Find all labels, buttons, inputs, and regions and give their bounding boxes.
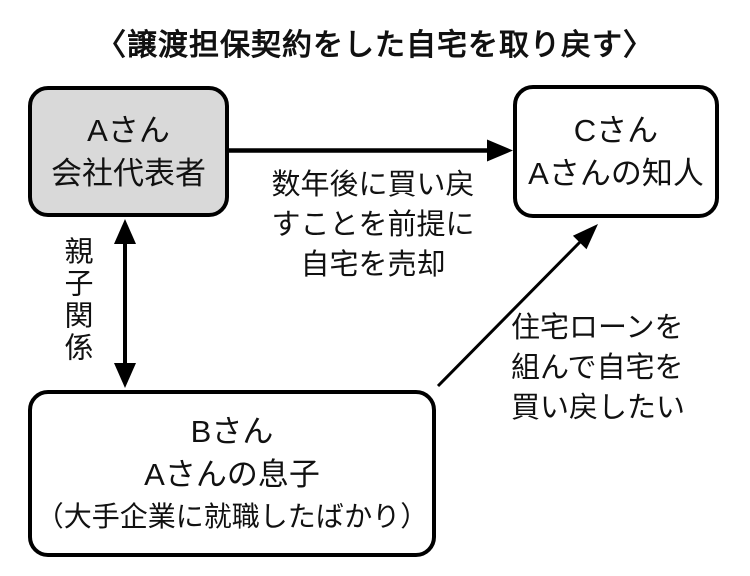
arrow-a-to-c-head [487, 139, 513, 162]
label-parent-child-relationship: 親子関係 [60, 236, 92, 364]
box-a-company-representative: Aさん 会社代表者 [28, 86, 229, 217]
arrow-b-to-c-shaft [436, 238, 584, 388]
box-a-name: Aさん [87, 112, 170, 148]
box-c-role: Aさんの知人 [528, 155, 704, 191]
label-sell-with-buyback: 数年後に買い戻 すことを前提に 自宅を売却 [233, 165, 513, 285]
arrow-b-to-c-head [572, 224, 598, 250]
label-loan-line-1: 住宅ローンを [511, 312, 684, 344]
label-sell-line-3: 自宅を売却 [300, 249, 446, 281]
arrow-a-b-double [114, 219, 136, 388]
arrow-a-b-head-top [114, 219, 136, 244]
label-housing-loan-buyback: 住宅ローンを 組んで自宅を 買い戻したい [511, 308, 685, 428]
label-loan-line-2: 組んで自宅を [511, 352, 684, 384]
box-b-role: Aさんの息子 [144, 456, 320, 492]
arrow-b-to-c [436, 224, 598, 388]
box-a-role: 会社代表者 [51, 155, 206, 191]
box-b-note: （大手企業に就職したばかり） [35, 500, 429, 532]
label-sell-line-1: 数年後に買い戻 [271, 169, 475, 201]
arrow-a-to-c [229, 139, 513, 162]
box-c-acquaintance: Cさん Aさんの知人 [513, 85, 719, 218]
diagram-title: 〈譲渡担保契約をした自宅を取り戻す〉 [96, 29, 654, 62]
arrow-a-b-head-bottom [114, 363, 136, 388]
box-c-name: Cさん [573, 112, 659, 148]
box-b-name: Bさん [190, 413, 274, 449]
label-sell-line-2: すことを前提に [271, 209, 475, 241]
label-loan-line-3: 買い戻したい [511, 392, 686, 424]
box-b-son: Bさん Aさんの息子 （大手企業に就職したばかり） [28, 390, 436, 557]
